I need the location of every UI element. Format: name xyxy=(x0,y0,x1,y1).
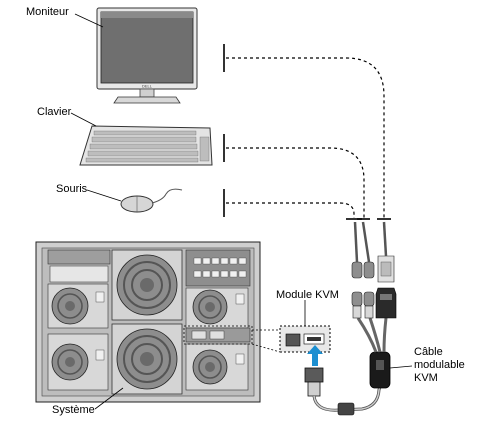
kvm-bay-callout-lines xyxy=(251,329,281,353)
kvm-cable-label: Câble modulable KVM xyxy=(414,346,465,385)
monitor-brand: DELL xyxy=(142,84,153,89)
kvm-cable-label-line2: modulable xyxy=(414,359,465,371)
monitor-label: Moniteur xyxy=(26,6,69,18)
system-label: Système xyxy=(52,404,95,416)
keyboard-label: Clavier xyxy=(37,106,72,118)
kvm-module-label: Module KVM xyxy=(276,289,339,301)
server-chassis-illustration xyxy=(35,241,261,403)
mouse-illustration xyxy=(120,188,183,213)
label-leader-lines xyxy=(70,13,413,410)
kvm-cable-illustration xyxy=(304,221,397,416)
mouse-label: Souris xyxy=(56,183,88,195)
connection-lines xyxy=(226,57,385,218)
keyboard-illustration xyxy=(79,125,213,166)
kvm-cable-label-line3: KVM xyxy=(414,372,438,384)
kvm-cable-label-line1: Câble xyxy=(414,346,443,358)
connection-arrow-icon xyxy=(307,345,323,366)
monitor-illustration: DELL xyxy=(96,7,198,104)
kvm-module-illustration xyxy=(279,325,331,353)
connection-end-markers xyxy=(223,44,391,220)
